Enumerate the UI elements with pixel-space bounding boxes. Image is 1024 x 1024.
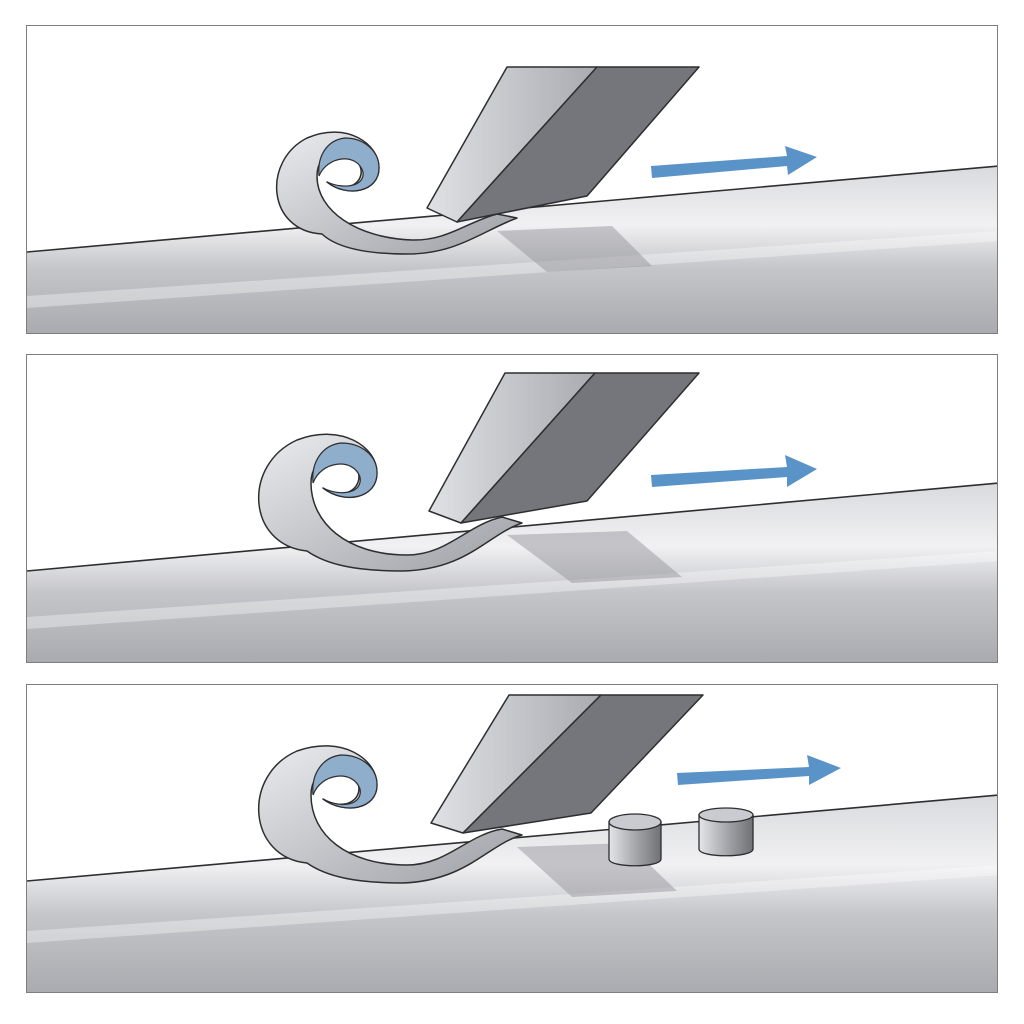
curled-chip-icon [257,433,523,572]
workpiece [27,482,997,662]
panel-3-illustration [27,694,997,992]
cutting-tool-icon [428,372,700,524]
panel-2-illustration [27,372,997,662]
cutting-tool-icon [426,66,700,223]
panel-stage-3 [26,684,998,993]
panel-stage-2 [26,354,998,663]
panel-1-illustration [27,66,997,333]
curled-chip-icon [275,131,518,255]
curled-chip-icon [257,745,523,884]
chip-fragment-icon [608,813,662,867]
panel-stage-1 [26,25,998,334]
cutting-tool-icon [430,694,704,834]
arrow-right-icon [677,755,841,785]
arrow-right-icon [651,455,817,487]
arrow-right-icon [651,146,817,178]
chip-fragment-icon [698,807,754,857]
chip-shadow [507,531,682,583]
chip-shadow [497,226,652,272]
